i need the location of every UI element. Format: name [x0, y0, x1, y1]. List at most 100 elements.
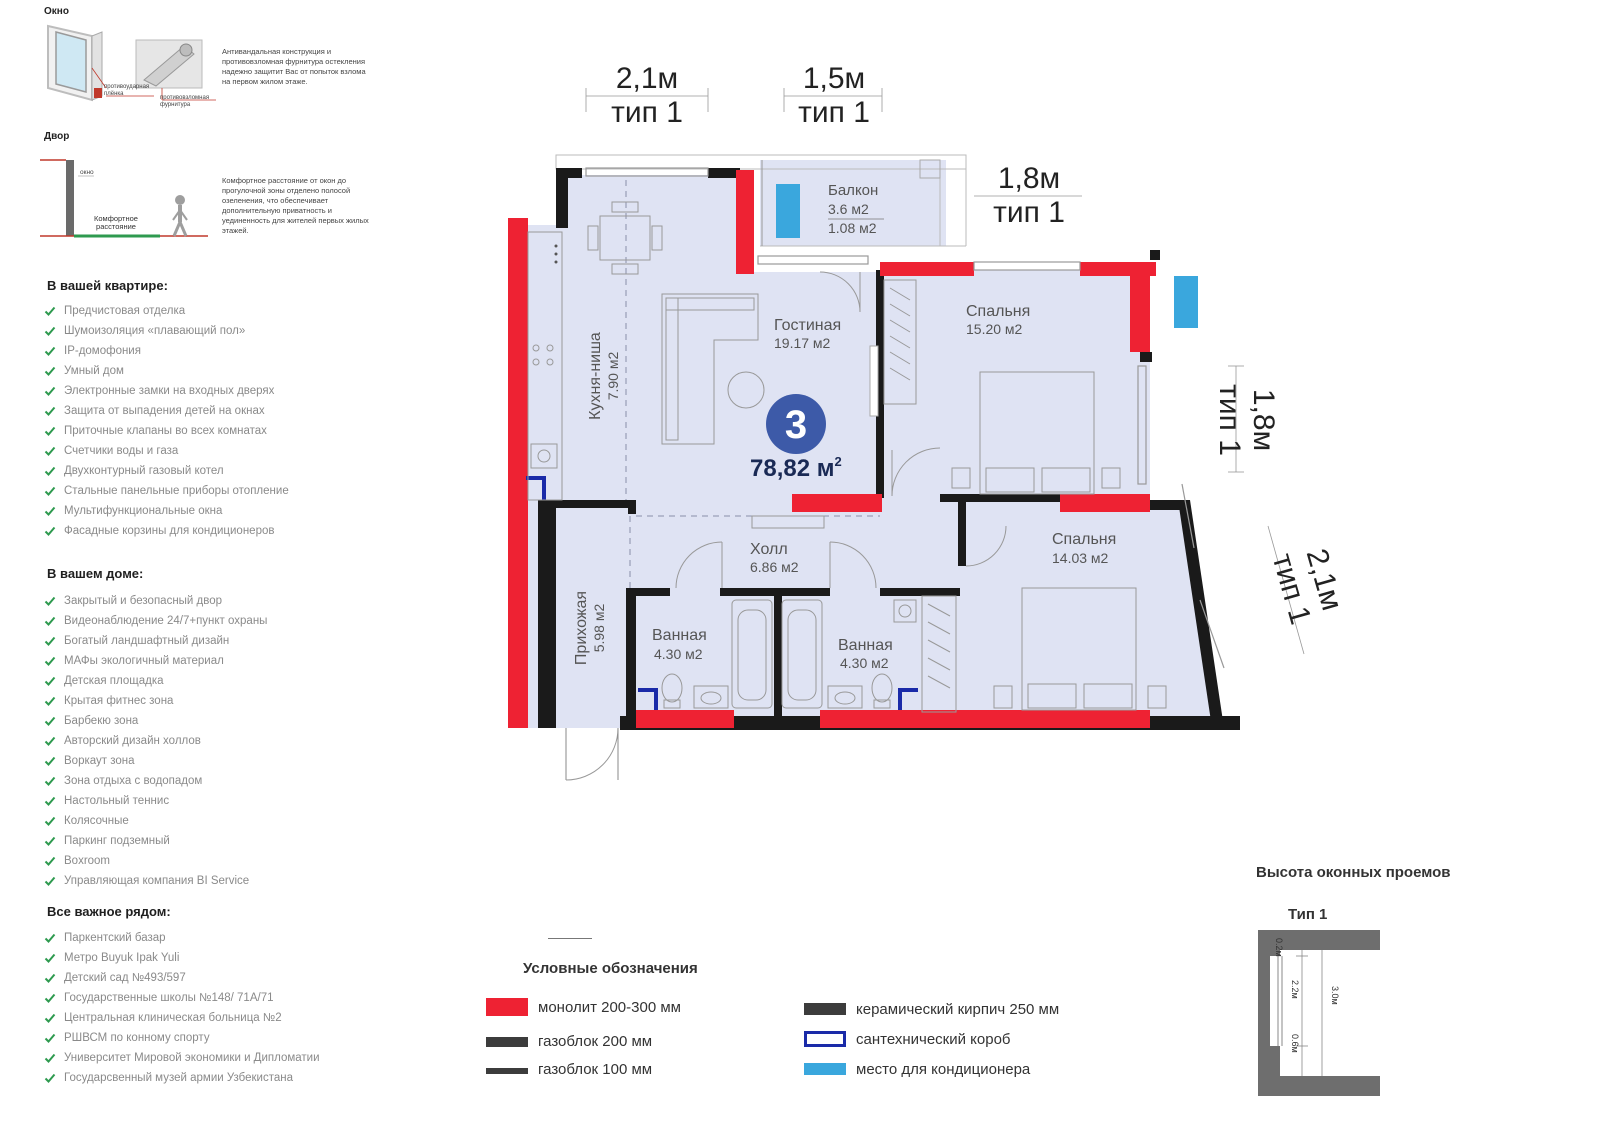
window-height-title: Высота оконных проемов [1256, 864, 1451, 881]
feature-item-label: Центральная клиническая больница №2 [64, 1012, 282, 1024]
check-icon [44, 756, 56, 766]
check-icon [44, 836, 56, 846]
feature-item: Детская площадка [44, 671, 267, 691]
yard-window-label: окно [80, 169, 94, 176]
rooms-count: 3 [785, 403, 807, 447]
feature-item: МАФы экологичный материал [44, 651, 267, 671]
feature-item: Государственные школы №148/ 71А/71 [44, 988, 320, 1008]
room-living-area: 19.17 м2 [774, 335, 831, 351]
feature-item: Метро Buyuk Ipak Yuli [44, 948, 320, 968]
window-height-total: 3.0м [1330, 986, 1340, 1005]
window-height-middle: 2.2м [1290, 980, 1300, 999]
room-balcony-area: 3.6 м2 [828, 201, 869, 217]
room-hall-area: 6.86 м2 [750, 559, 799, 575]
feature-item-label: Настольный теннис [64, 795, 170, 807]
total-area: 78,82 м2 [750, 454, 842, 482]
feature-item-label: Видеонаблюдение 24/7+пункт охраны [64, 615, 268, 627]
check-icon [44, 1073, 56, 1083]
feature-item: Счетчики воды и газа [44, 441, 289, 461]
check-icon [44, 616, 56, 626]
feature-item: Зона отдыха с водопадом [44, 771, 267, 791]
window-height-bottom: 0.6м [1290, 1034, 1300, 1053]
window-height-top: 0.2м [1274, 938, 1284, 957]
window-dim-4-size: 1,8м [1247, 389, 1280, 451]
feature-item: Закрытый и безопасный двор [44, 591, 267, 611]
feature-item-label: Паркинг подземный [64, 835, 170, 847]
legend-swatch [486, 998, 528, 1016]
feature-item-label: Колясочные [64, 815, 129, 827]
check-icon [44, 526, 56, 536]
feature-item: Богатый ландшафтный дизайн [44, 631, 267, 651]
room-balcony-name: Балкон [828, 182, 878, 199]
room-bedroom2-area: 14.03 м2 [1052, 550, 1109, 566]
room-bath1-area: 4.30 м2 [654, 646, 703, 662]
window-height-type-label: Тип 1 [1288, 906, 1328, 923]
ac-place-bedroom [1174, 276, 1198, 328]
feature-item-label: Крытая фитнес зона [64, 695, 174, 707]
room-kitchen-name: Кухня-ниша [587, 332, 604, 420]
room-bedroom1-area: 15.20 м2 [966, 321, 1023, 337]
feature-item: Умный дом [44, 361, 289, 381]
feature-item: Управляющая компания BI Service [44, 871, 267, 891]
feature-item-label: Boxroom [64, 855, 111, 867]
feature-item: Приточные клапаны во всех комнатах [44, 421, 289, 441]
window-dim-4-type: тип 1 [1213, 384, 1246, 456]
feature-item-label: Двухконтурный газовый котел [64, 465, 224, 477]
window-dim-3-type: тип 1 [993, 196, 1065, 229]
check-icon [44, 1053, 56, 1063]
check-icon [44, 696, 56, 706]
feature-item: Воркаут зона [44, 751, 267, 771]
check-icon [44, 953, 56, 963]
feature-item: Крытая фитнес зона [44, 691, 267, 711]
room-bedroom1-name: Спальня [966, 303, 1030, 320]
check-icon [44, 973, 56, 983]
window-dim-2-size: 1,5м [803, 62, 865, 95]
feature-item-label: Счетчики воды и газа [64, 445, 179, 457]
legend-title: Условные обозначения [523, 960, 698, 977]
check-icon [44, 446, 56, 456]
legend-item-brick: керамический кирпич 250 мм [804, 998, 1059, 1020]
legend-swatch [804, 1031, 846, 1047]
feature-item-label: Стальные панельные приборы отопление [64, 485, 289, 497]
check-icon [44, 716, 56, 726]
feature-item: Барбекю зона [44, 711, 267, 731]
room-balcony-area2: 1.08 м2 [828, 220, 877, 236]
feature-item: Паркинг подземный [44, 831, 267, 851]
room-kitchen-area: 7.90 м2 [605, 352, 621, 401]
feature-item: Университет Мировой экономики и Дипломат… [44, 1048, 320, 1068]
feature-item-label: Паркентский базар [64, 932, 166, 944]
nearby-title: Все важное рядом: [47, 904, 171, 919]
check-icon [44, 346, 56, 356]
check-icon [44, 876, 56, 886]
legend-divider [548, 938, 592, 939]
feature-item-label: Государственные школы №148/ 71А/71 [64, 992, 274, 1004]
yard-description: Комфортное расстояние от окон до прогуло… [222, 176, 369, 235]
feature-item: Мультифункциональные окна [44, 501, 289, 521]
check-icon [44, 676, 56, 686]
room-living-name: Гостиная [774, 317, 841, 334]
check-icon [44, 993, 56, 1003]
feature-item-label: Детский сад №493/597 [64, 972, 186, 984]
feature-item: Электронные замки на входных дверях [44, 381, 289, 401]
check-icon [44, 426, 56, 436]
room-bedroom2-name: Спальня [1052, 531, 1116, 548]
check-icon [44, 656, 56, 666]
feature-item-label: РШВСМ по конному спорту [64, 1032, 210, 1044]
legend-swatch [804, 1063, 846, 1075]
feature-item: Шумоизоляция «плавающий пол» [44, 321, 289, 341]
room-bath1-name: Ванная [652, 627, 707, 644]
room-bath2-name: Ванная [838, 637, 893, 654]
window-dim-2-type: тип 1 [798, 96, 870, 129]
feature-item-label: Умный дом [64, 365, 124, 377]
feature-item-label: МАФы экологичный материал [64, 655, 224, 667]
window-section-title: Окно [44, 6, 69, 17]
check-icon [44, 386, 56, 396]
check-icon [44, 306, 56, 316]
feature-item: Государсвенный музей армии Узбекистана [44, 1068, 320, 1088]
feature-item: Авторский дизайн холлов [44, 731, 267, 751]
window-height-diagram [1258, 930, 1380, 1096]
yard-distance-illustration [40, 159, 208, 238]
